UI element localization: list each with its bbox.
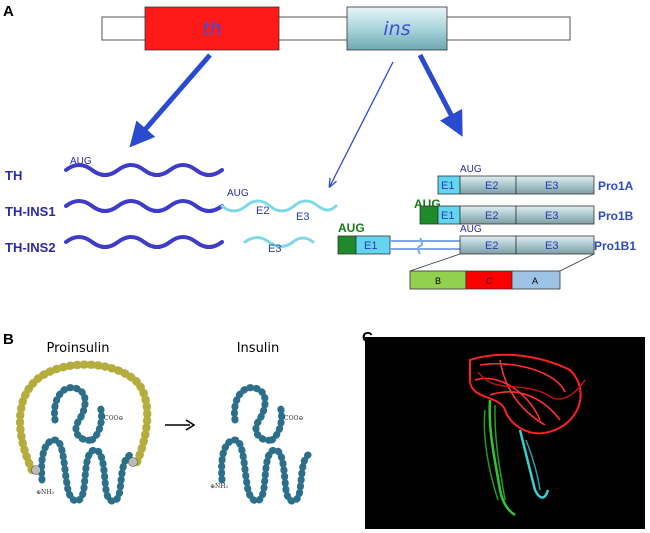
ins-to-isoforms-arrow bbox=[417, 53, 463, 137]
pro1a-e2-label: E2 bbox=[485, 180, 498, 192]
structure-ribbons bbox=[469, 353, 586, 517]
th-gene-label: th bbox=[202, 18, 222, 40]
pro1b-e3-box bbox=[515, 205, 595, 225]
pro1b1-intron-break bbox=[417, 237, 423, 255]
pro1b1-aug2: AUG bbox=[460, 224, 482, 235]
transcript-th-ins2-e3: E3 bbox=[268, 243, 281, 255]
transcript-th-label: TH bbox=[5, 168, 22, 183]
pro1a-e3-box bbox=[515, 175, 595, 195]
processing-arrow-head bbox=[185, 419, 196, 431]
proinsulin-title: Proinsulin bbox=[47, 341, 110, 356]
pro1b-label: Pro1B bbox=[598, 209, 634, 223]
panel-b-label: B bbox=[3, 331, 14, 348]
pro1b1-e1-box bbox=[355, 235, 391, 255]
transcript-th-ins1-ins-wave bbox=[220, 199, 338, 213]
transcript-th-aug: AUG bbox=[70, 156, 92, 167]
transcript-th-ins2-label: TH-INS2 bbox=[5, 240, 56, 255]
chain-b-label: B bbox=[435, 276, 441, 286]
transcript-th-ins2-ins-wave bbox=[243, 236, 315, 248]
c-peptide-ribbon bbox=[469, 353, 582, 435]
proinsulin-a-chain bbox=[50, 384, 106, 444]
pro1b1-intron-lines bbox=[390, 240, 460, 250]
pro1b1-e2-label: E2 bbox=[485, 240, 498, 252]
pro1b-e3-label: E3 bbox=[545, 210, 558, 222]
pro1b1-e3-label: E3 bbox=[545, 240, 558, 252]
chain-a-label: A bbox=[532, 276, 538, 286]
pro1b1-aug: AUG bbox=[338, 221, 365, 235]
transcript-th-wave bbox=[64, 163, 224, 177]
proinsulin-diagram: COO⊖ ⊕NH₃ bbox=[15, 360, 152, 505]
pro1b-e2-label: E2 bbox=[485, 210, 498, 222]
pro1b-utr-box bbox=[419, 205, 439, 225]
zoom-line-right bbox=[559, 253, 595, 272]
insulin-title: Insulin bbox=[237, 341, 280, 356]
insulin-cterm: COO⊖ bbox=[284, 415, 303, 422]
ins-gene-box bbox=[346, 6, 448, 51]
ins-to-readthrough-arrow bbox=[330, 61, 394, 186]
pro1a-e3-label: E3 bbox=[545, 180, 558, 192]
chain-a-box bbox=[511, 270, 561, 290]
ins-gene-label: ins bbox=[383, 18, 410, 40]
proinsulin-b-chain bbox=[38, 436, 134, 505]
th-to-transcripts-arrow bbox=[129, 53, 212, 148]
pro1b1-label: Pro1B1 bbox=[594, 239, 636, 253]
panel-a-label: A bbox=[3, 3, 14, 20]
a-chain-ribbon bbox=[518, 429, 550, 499]
proinsulin-nterm: ⊕NH₃ bbox=[36, 489, 55, 496]
chain-c-label: C bbox=[486, 276, 493, 286]
transcript-th-ins1-aug: AUG bbox=[227, 188, 249, 199]
b-chain-ribbon bbox=[488, 399, 516, 517]
transcript-th-ins2-wave bbox=[64, 235, 224, 249]
transcript-th-ins1-e2: E2 bbox=[256, 205, 269, 217]
proinsulin-cterm: COO⊖ bbox=[104, 415, 123, 422]
c-peptide-chain bbox=[16, 360, 152, 474]
pro1b-e1-label: E1 bbox=[441, 210, 454, 222]
th-gene-box bbox=[144, 6, 280, 51]
insulin-nterm: ⊕NH₃ bbox=[210, 483, 229, 490]
pro1a-label: Pro1A bbox=[598, 179, 634, 193]
transcript-th-ins1-wave bbox=[64, 199, 224, 213]
pro1a-e1-label: E1 bbox=[441, 180, 454, 192]
pro1b1-e1-label: E1 bbox=[364, 240, 377, 252]
pro1a-aug: AUG bbox=[460, 164, 482, 175]
insulin-diagram: COO⊖ ⊕NH₃ bbox=[210, 384, 312, 505]
insulin-a-chain bbox=[230, 384, 286, 444]
zoom-line-left bbox=[409, 253, 461, 272]
structure-render bbox=[365, 337, 645, 529]
transcript-th-ins1-e3: E3 bbox=[296, 211, 309, 223]
transcript-th-ins1-label: TH-INS1 bbox=[5, 204, 56, 219]
pro1b1-utr-box bbox=[337, 235, 357, 255]
pro1b1-e3-box bbox=[515, 235, 595, 255]
insulin-b-chain bbox=[218, 436, 312, 505]
